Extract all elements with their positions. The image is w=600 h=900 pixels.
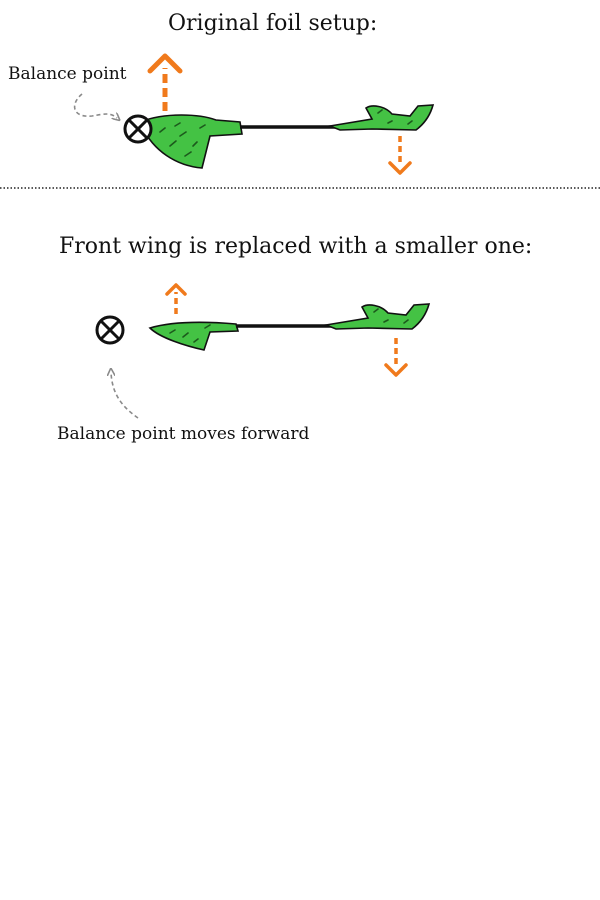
balance-point-pointer-arrow <box>111 372 139 419</box>
crossed-circle-icon <box>95 315 125 345</box>
down-arrow-icon <box>388 136 412 175</box>
front-wing-small <box>148 321 240 351</box>
panel-title-smaller-wing: Front wing is replaced with a smaller on… <box>59 234 533 259</box>
balance-point-pointer-arrow <box>73 93 117 118</box>
tail-stabilizer <box>327 104 435 131</box>
balance-point-moved-label: Balance point moves forward <box>57 424 310 444</box>
up-arrow-icon <box>165 283 187 314</box>
down-arrow-icon <box>384 338 408 377</box>
front-wing-large <box>138 114 243 169</box>
panel-original <box>73 53 435 175</box>
tail-stabilizer <box>323 303 431 330</box>
panel-smaller-wing <box>95 283 431 419</box>
panel-title-original: Original foil setup: <box>168 11 378 36</box>
crossed-circle-icon <box>123 114 153 144</box>
balance-point-label: Balance point <box>8 64 127 84</box>
up-arrow-icon <box>147 53 183 111</box>
